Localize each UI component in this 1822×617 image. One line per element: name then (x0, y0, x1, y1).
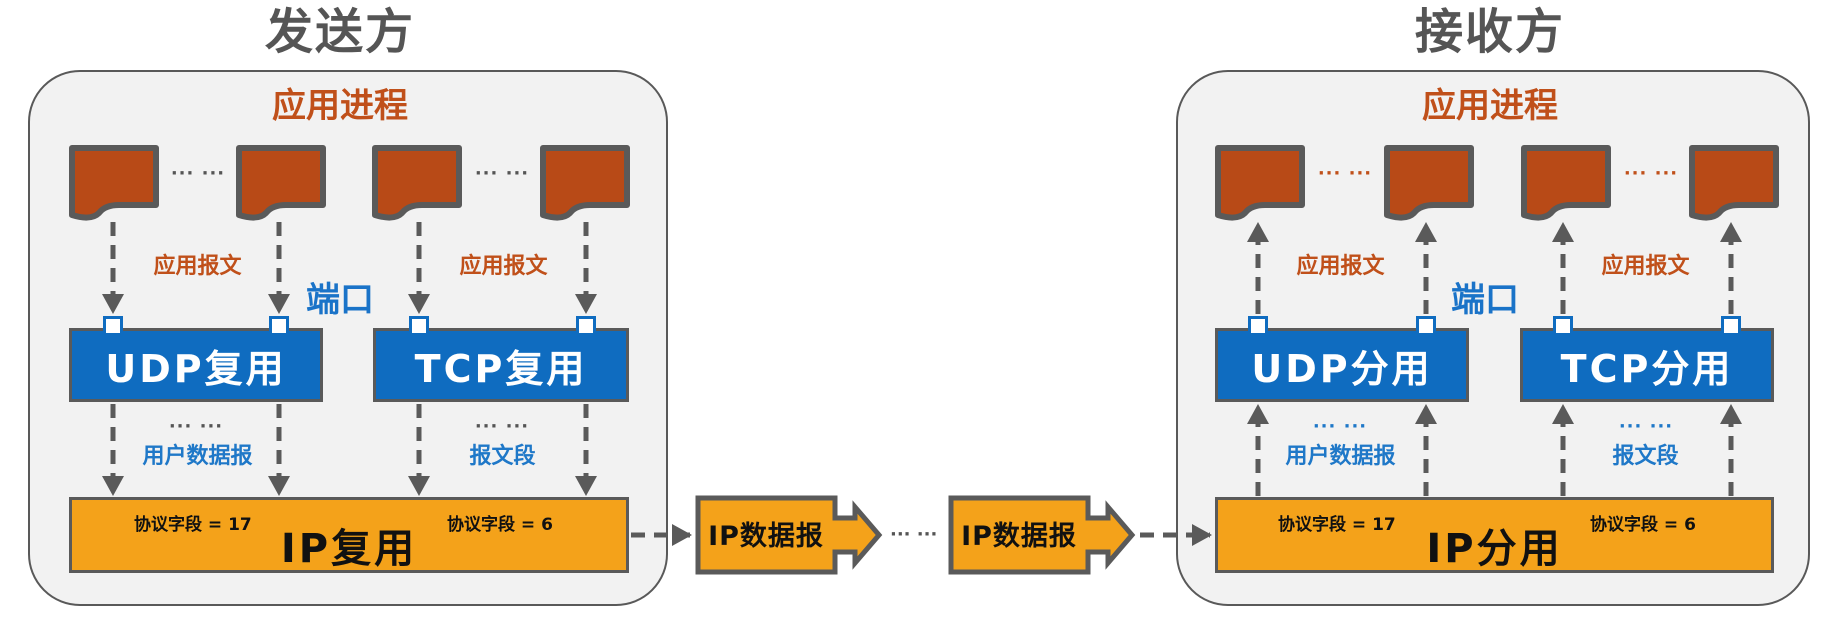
sender-process-title: 应用进程 (272, 86, 408, 126)
receiver-ip-demultiplex-box: 协议字段 = 17 IP分用 协议字段 = 6 (1215, 497, 1774, 573)
sender-udp-port-icon (269, 316, 289, 336)
receiver-title: 接收方 (1414, 4, 1565, 60)
sender-app-process-icon (372, 145, 462, 221)
receiver-udp-demultiplex-box: UDP分用 (1215, 328, 1469, 402)
sender-tcp-ellipsis: ··· ··· (474, 416, 530, 437)
sender-app-process-icon (236, 145, 326, 221)
receiver-ip-demultiplex-label: IP分用 (1426, 526, 1563, 572)
sender-user-datagram-label: 用户数据报 (142, 444, 253, 469)
sender-to-packet-arrow-head (672, 524, 692, 546)
sender-udp-protocol-field: 协议字段 = 17 (134, 515, 252, 535)
sender-title: 发送方 (264, 4, 415, 60)
packet-arrow-icon (948, 495, 1136, 575)
receiver-user-datagram-label: 用户数据报 (1285, 444, 1396, 469)
sender-ip-multiplex-box: 协议字段 = 17 IP复用 协议字段 = 6 (69, 497, 629, 573)
receiver-app-process-icon (1689, 145, 1779, 221)
sender-tcp-process-ellipsis: ··· ··· (474, 163, 530, 184)
sender-tcp-port-icon (409, 316, 429, 336)
ip-datagram-label: IP数据报 (708, 520, 824, 552)
sender-udp-port-icon (103, 316, 123, 336)
sender-udp-ellipsis: ··· ··· (168, 416, 224, 437)
receiver-app-process-icon (1384, 145, 1474, 221)
sender-tcp-app-message-label: 应用报文 (459, 254, 548, 279)
receiver-tcp-ellipsis: ··· ··· (1618, 416, 1674, 437)
sender-ip-multiplex-label: IP复用 (280, 526, 418, 572)
sender-udp-multiplex-box: UDP复用 (69, 328, 323, 402)
sender-udp-process-ellipsis: ··· ··· (170, 163, 226, 184)
receiver-udp-port-icon (1416, 316, 1436, 336)
sender-tcp-port-icon (576, 316, 596, 336)
receiver-tcp-process-ellipsis: ··· ··· (1623, 163, 1679, 184)
receiver-tcp-demultiplex-box: TCP分用 (1520, 328, 1774, 402)
receiver-app-process-icon (1215, 145, 1305, 221)
receiver-udp-port-icon (1248, 316, 1268, 336)
receiver-tcp-app-message-label: 应用报文 (1601, 254, 1690, 279)
receiver-port-label: 端口 (1451, 280, 1519, 320)
ip-datagram-label: IP数据报 (961, 520, 1077, 552)
sender-segment-label: 报文段 (469, 444, 536, 469)
sender-tcp-multiplex-box: TCP复用 (373, 328, 629, 402)
receiver-udp-process-ellipsis: ··· ··· (1317, 163, 1373, 184)
receiver-segment-label: 报文段 (1612, 444, 1679, 469)
receiver-tcp-port-icon (1553, 316, 1573, 336)
sender-port-label: 端口 (306, 280, 374, 320)
sender-app-process-icon (540, 145, 630, 221)
receiver-app-process-icon (1521, 145, 1611, 221)
receiver-tcp-protocol-field: 协议字段 = 6 (1590, 515, 1696, 535)
receiver-udp-protocol-field: 协议字段 = 17 (1278, 515, 1396, 535)
ip-datagram-packet: IP数据报 (695, 495, 885, 575)
packet-arrow-icon (695, 495, 883, 575)
sender-tcp-protocol-field: 协议字段 = 6 (447, 515, 553, 535)
receiver-tcp-port-icon (1721, 316, 1741, 336)
sender-udp-app-message-label: 应用报文 (153, 254, 242, 279)
network-ellipsis: ··· ··· (890, 524, 938, 545)
ip-datagram-packet: IP数据报 (948, 495, 1138, 575)
receiver-udp-app-message-label: 应用报文 (1296, 254, 1385, 279)
receiver-process-title: 应用进程 (1422, 86, 1558, 126)
sender-app-process-icon (69, 145, 159, 221)
receiver-udp-ellipsis: ··· ··· (1312, 416, 1368, 437)
